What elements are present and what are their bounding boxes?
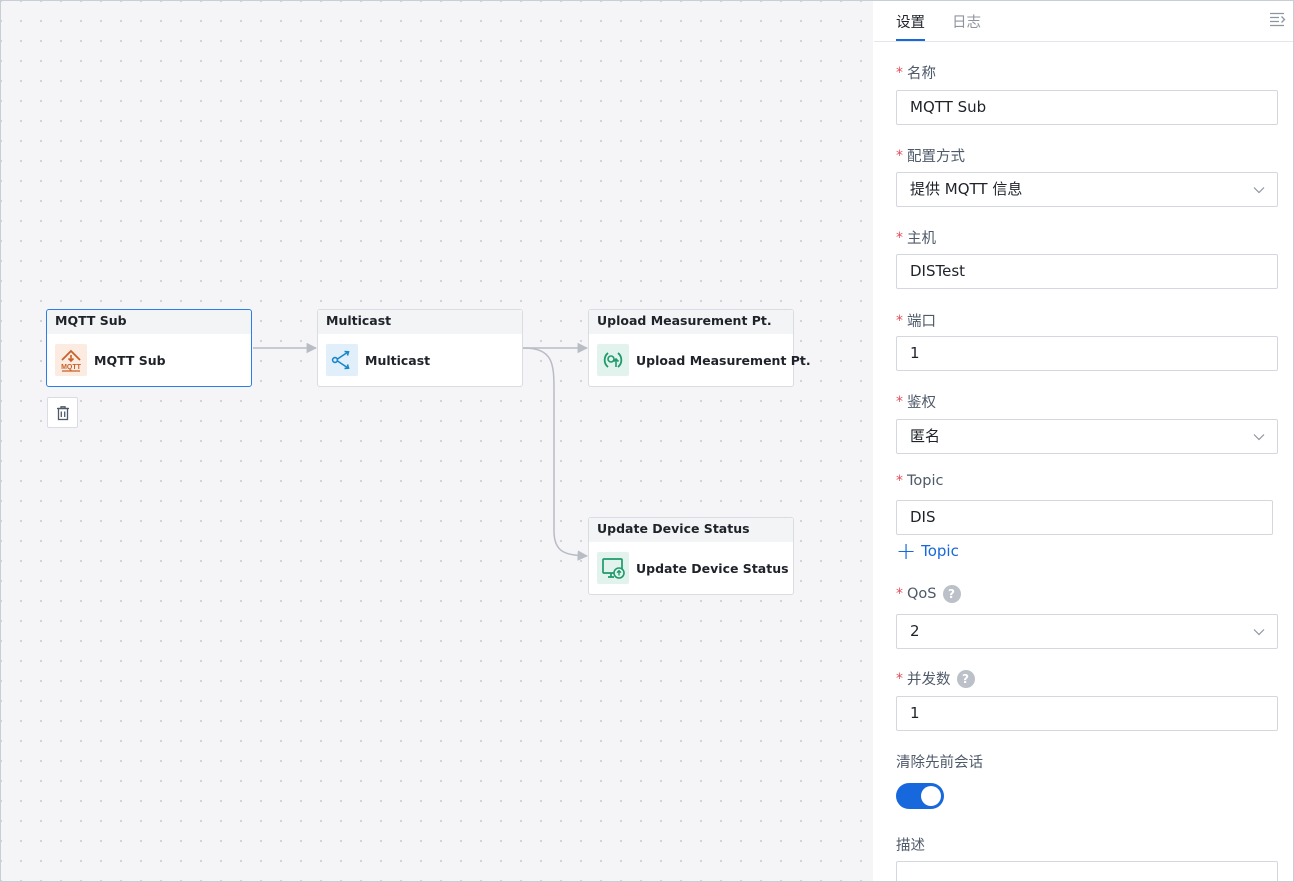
required-mark: *: [896, 229, 903, 246]
flow-edges: [253, 342, 589, 561]
multicast-icon: [326, 344, 358, 376]
node-label: Update Device Status: [636, 560, 789, 576]
trash-icon: [56, 405, 69, 420]
node-multicast[interactable]: Multicast Multicast: [317, 309, 523, 387]
qos-label-text: QoS: [907, 586, 937, 602]
mqtt-badge-text: MQTT: [61, 364, 82, 371]
upload-measurement-icon: [597, 344, 629, 376]
node-update-device-status[interactable]: Update Device Status Update Device Statu…: [588, 517, 794, 595]
port-input[interactable]: 1: [896, 336, 1278, 371]
chevron-down-icon: [1253, 187, 1265, 194]
required-mark: *: [896, 147, 903, 164]
tab-settings[interactable]: 设置: [896, 11, 925, 41]
concurrency-label: * 并发数 ?: [896, 668, 975, 689]
required-mark: *: [896, 670, 903, 687]
update-device-status-icon: [597, 552, 629, 584]
config-method-value: 提供 MQTT 信息: [910, 180, 1023, 198]
name-input[interactable]: MQTT Sub: [896, 90, 1278, 125]
auth-select[interactable]: 匿名: [896, 419, 1278, 454]
help-icon[interactable]: ?: [956, 669, 975, 688]
host-input[interactable]: DISTest: [896, 254, 1278, 289]
host-label: * 主机: [896, 227, 936, 248]
node-label: MQTT Sub: [94, 352, 166, 368]
config-method-select[interactable]: 提供 MQTT 信息: [896, 172, 1278, 207]
required-mark: *: [896, 64, 903, 81]
collapse-panel-icon[interactable]: [1269, 11, 1287, 31]
required-mark: *: [896, 393, 903, 410]
config-method-label: * 配置方式: [896, 145, 965, 166]
node-upload-measurement[interactable]: Upload Measurement Pt. Upload Measuremen…: [588, 309, 811, 387]
topic-input[interactable]: DIS: [896, 500, 1273, 535]
name-label-text: 名称: [907, 66, 936, 82]
flow-canvas[interactable]: MQTT Sub MQTT MQTT Sub Multicast: [1, 1, 873, 881]
name-label: * 名称: [896, 62, 936, 83]
chevron-down-icon: [1253, 629, 1265, 636]
auth-value: 匿名: [910, 427, 941, 445]
qos-label: * QoS ?: [896, 585, 961, 603]
clean-session-toggle[interactable]: [896, 783, 944, 809]
qos-select[interactable]: 2: [896, 614, 1278, 649]
mqtt-icon: MQTT: [55, 344, 87, 376]
node-header: Multicast: [318, 310, 522, 334]
toggle-knob: [921, 786, 941, 806]
node-header: Upload Measurement Pt.: [589, 310, 793, 334]
settings-panel: 设置 日志 * 名称 MQTT Sub * 配置方式 提供 MQTT 信息 * …: [874, 1, 1293, 881]
add-topic-button[interactable]: + Topic: [896, 537, 959, 565]
qos-value: 2: [910, 622, 920, 640]
delete-node-button[interactable]: [47, 397, 78, 428]
required-mark: *: [896, 586, 903, 602]
node-mqtt-sub[interactable]: MQTT Sub MQTT MQTT Sub: [46, 309, 252, 387]
concurrency-label-text: 并发数: [907, 672, 951, 688]
help-icon[interactable]: ?: [942, 585, 961, 603]
panel-tabs: 设置 日志: [874, 1, 1293, 42]
add-topic-label: Topic: [921, 542, 959, 560]
config-method-label-text: 配置方式: [907, 149, 965, 165]
description-label: 描述: [896, 838, 925, 854]
host-label-text: 主机: [907, 231, 936, 247]
node-label: Multicast: [365, 352, 431, 368]
clean-session-label: 清除先前会话: [896, 755, 983, 771]
description-input[interactable]: [896, 861, 1278, 881]
auth-label: * 鉴权: [896, 391, 936, 412]
node-header: Update Device Status: [589, 518, 793, 542]
edge-multicast-to-update: [522, 347, 589, 561]
port-label: * 端口: [896, 310, 936, 331]
chevron-down-icon: [1253, 434, 1265, 441]
required-mark: *: [896, 312, 903, 329]
port-label-text: 端口: [907, 314, 936, 330]
concurrency-input[interactable]: 1: [896, 696, 1278, 731]
node-label: Upload Measurement Pt.: [636, 352, 811, 368]
plus-icon: +: [896, 537, 917, 565]
required-mark: *: [896, 473, 903, 489]
topic-label-text: Topic: [907, 473, 944, 489]
node-header: MQTT Sub: [47, 310, 251, 334]
tab-logs[interactable]: 日志: [952, 15, 981, 31]
auth-label-text: 鉴权: [907, 395, 936, 411]
topic-label: * Topic: [896, 473, 943, 489]
